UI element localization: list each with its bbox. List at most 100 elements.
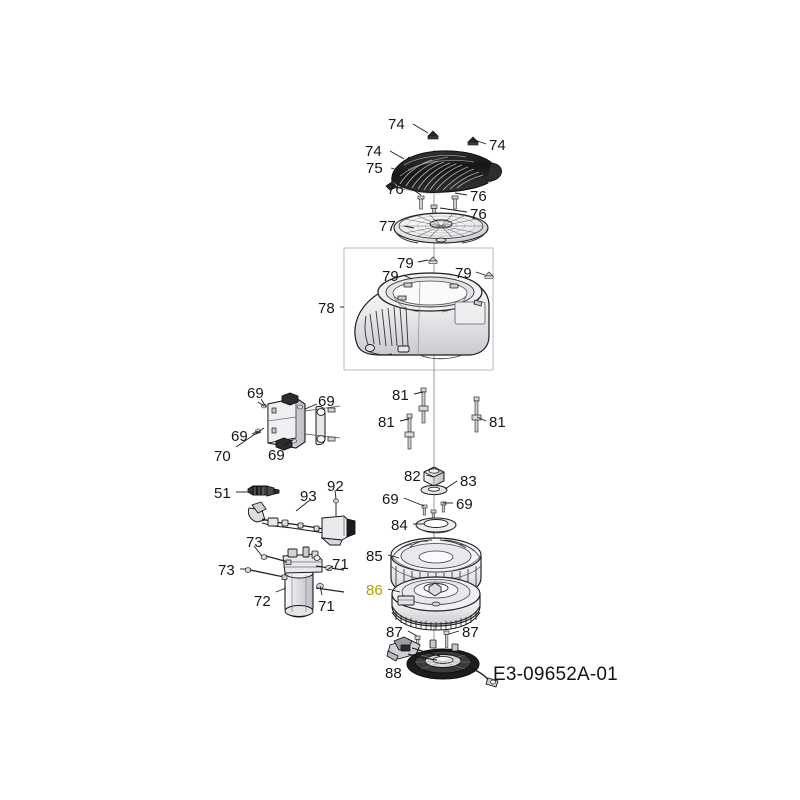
callout-69-bracket-bottom-leader [282, 439, 294, 447]
part-70-ignition-coil [267, 392, 306, 451]
callout-87-right-leader [448, 630, 460, 635]
callout-88-ignition-leader [406, 651, 425, 664]
callout-leader-lines [235, 123, 487, 664]
group-frame-78 [343, 247, 494, 371]
part-75-engine-shroud [385, 150, 502, 195]
part-81-bolt-right [471, 396, 482, 433]
callout-83-washer: 83 [460, 473, 477, 490]
callout-81-upper-leader [413, 391, 424, 395]
callout-77-screen-leader [403, 225, 415, 229]
callout-74-left: 74 [365, 143, 382, 160]
part-93-cable-assembly [247, 501, 356, 546]
callout-69-bracket-top: 69 [247, 385, 264, 402]
part-69-screw-coil-a [257, 401, 267, 409]
part-51-spark-plug [247, 485, 280, 497]
callout-75-shroud: 75 [366, 160, 383, 177]
callout-86-flywheel: 86 [366, 582, 383, 599]
callout-69-bracket-right-leader [304, 403, 318, 410]
callout-82-nut: 82 [404, 468, 421, 485]
part-79-fastener-a [428, 256, 438, 264]
part-83-washer [420, 484, 448, 496]
part-69-screw-coil-c [297, 404, 303, 410]
callout-87-left: 87 [386, 624, 403, 641]
callout-74-left-leader [389, 150, 405, 160]
callout-75-shroud-leader [390, 167, 405, 173]
callout-73-lower: 73 [218, 562, 235, 579]
callout-85-fan: 85 [366, 548, 383, 565]
callout-93-cable-leader [295, 499, 311, 512]
callout-85-fan-leader [387, 554, 400, 559]
callout-70-coil-leader [235, 427, 265, 448]
callout-69-flywheel-left-leader [403, 497, 425, 507]
callout-76-center-leader [439, 207, 468, 213]
diagram-part-code: E3-09652A-01 [493, 664, 618, 685]
callout-93-cable: 93 [300, 488, 317, 505]
callout-74-top: 74 [388, 116, 405, 133]
part-76-screw-right [451, 195, 459, 210]
callout-82-nut-leader [425, 474, 435, 478]
part-78-blower-housing [354, 272, 490, 360]
part-81-bolt-lower [404, 413, 415, 450]
part-69-screw-coil-b [251, 428, 261, 435]
callout-69-flywheel-left: 69 [382, 491, 399, 508]
callout-74-top-leader [412, 123, 429, 134]
callout-92-clip-leader [334, 489, 337, 500]
part-76-screw-left [417, 195, 425, 210]
part-72-starter-motor [282, 546, 323, 618]
callout-81-right: 81 [489, 414, 506, 431]
callout-81-lower: 81 [378, 414, 395, 431]
callout-79-top: 79 [397, 255, 414, 272]
callout-81-right-leader [476, 416, 487, 422]
callout-74-right-leader [471, 138, 487, 145]
callout-69-bracket-right: 69 [318, 393, 335, 410]
callout-88-ignition: 88 [385, 665, 402, 682]
callout-69-bracket-top-leader [260, 398, 267, 408]
callout-73-upper-leader [253, 545, 263, 557]
callout-79-left-leader [402, 274, 413, 280]
part-87-bolt-right [443, 630, 450, 648]
callout-79-top-leader [417, 259, 429, 263]
callout-73-upper: 73 [246, 534, 263, 551]
part-69-screw-fly-left [421, 504, 428, 516]
callout-87-left-leader [407, 630, 418, 637]
part-73-bolt-lower [244, 567, 288, 580]
part-84-spacer-ring [415, 517, 457, 534]
part-81-bolt-upper [418, 387, 429, 424]
callout-87-right: 87 [462, 624, 479, 641]
callout-84-spacer: 84 [391, 517, 408, 534]
callout-76-center: 76 [470, 206, 487, 223]
callout-76-right-leader [454, 192, 468, 196]
callout-83-washer-leader [444, 480, 458, 490]
callout-81-upper: 81 [392, 387, 409, 404]
callout-72-starter: 72 [254, 593, 271, 610]
callout-51-spark-plug: 51 [214, 485, 231, 502]
part-bracket-arm [304, 405, 341, 446]
callout-76-left-leader [411, 188, 422, 196]
part-73-bolt-upper [260, 554, 292, 565]
callout-79-right: 79 [455, 265, 472, 282]
part-77-rotating-screen [393, 212, 489, 244]
part-79-fastener-c [484, 271, 494, 279]
callout-76-left: 76 [387, 181, 404, 198]
part-74-clip-a [427, 130, 439, 140]
callout-79-right-leader [475, 271, 486, 276]
callout-79-left: 79 [382, 268, 399, 285]
part-92-clip [333, 498, 339, 516]
callout-72-starter-leader [275, 587, 287, 593]
part-88-stator-assembly [386, 636, 499, 688]
part-86-flywheel [391, 576, 481, 631]
callout-70-coil: 70 [214, 448, 231, 465]
callout-74-right: 74 [489, 137, 506, 154]
callout-69-bracket-bottom: 69 [268, 447, 285, 464]
callout-71-upper-leader [326, 565, 334, 571]
callout-69-flywheel-right: 69 [456, 496, 473, 513]
callout-71-upper: 71 [332, 556, 349, 573]
callout-71-lower-leader [319, 585, 323, 596]
callout-76-right: 76 [470, 188, 487, 205]
callout-77-screen: 77 [379, 218, 396, 235]
part-82-flywheel-nut [423, 466, 445, 487]
callout-71-lower: 71 [318, 598, 335, 615]
part-69-screw-fly-right [440, 501, 447, 513]
